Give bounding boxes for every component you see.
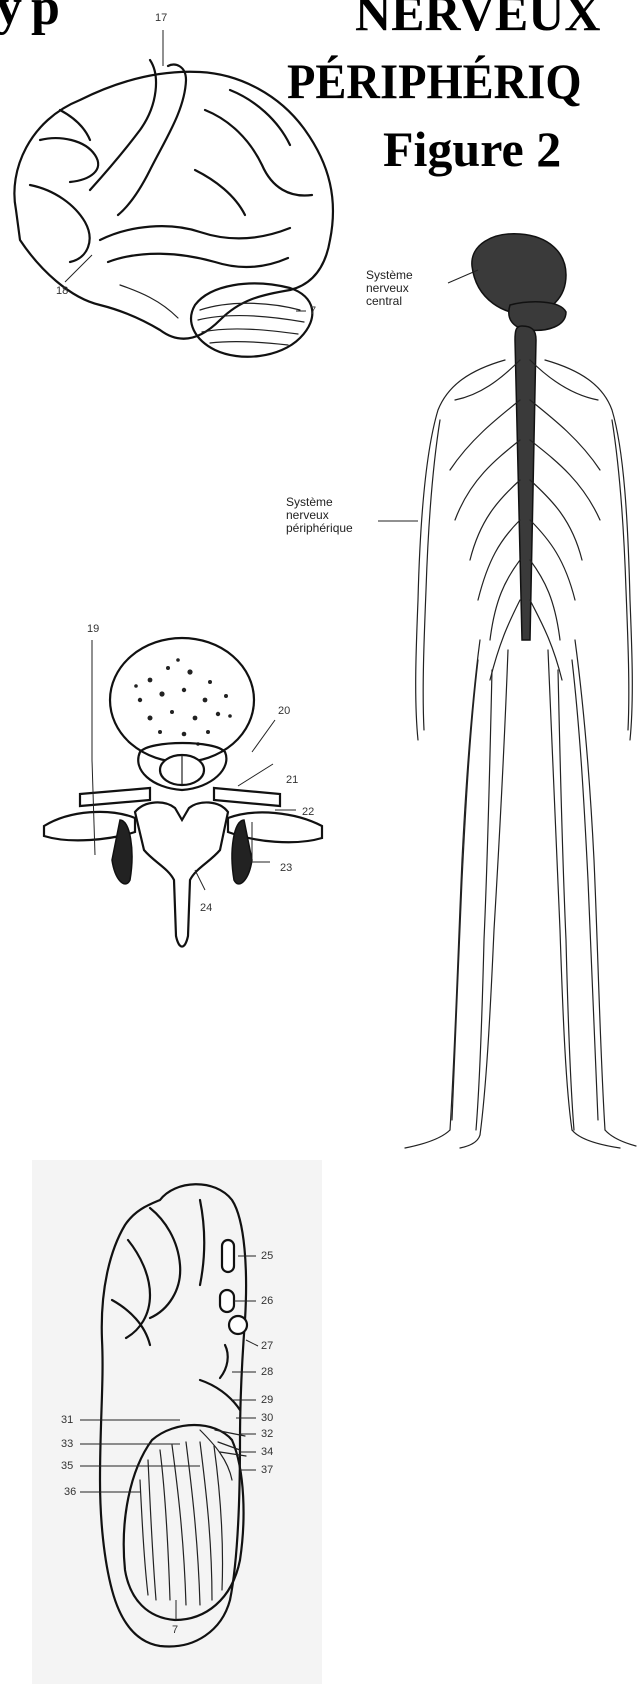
vertebra-illustration: [0, 600, 639, 940]
medial-label-36: 36: [64, 1486, 76, 1498]
medial-label-29: 29: [261, 1394, 273, 1406]
medial-label-27: 27: [261, 1340, 273, 1352]
vertebra-label-24: 24: [200, 902, 212, 914]
vertebra-label-21: 21: [286, 774, 298, 786]
medial-label-33: 33: [61, 1438, 73, 1450]
medial-label-26: 26: [261, 1295, 273, 1307]
label-systeme-nerveux-central: Système nerveux central: [366, 269, 413, 308]
medial-label-35: 35: [61, 1460, 73, 1472]
medial-label-34: 34: [261, 1446, 273, 1458]
vertebra-label-19: 19: [87, 623, 99, 635]
medial-label-28: 28: [261, 1366, 273, 1378]
label-peripheral-line3: périphérique: [286, 522, 353, 535]
medial-label-30: 30: [261, 1412, 273, 1424]
label-systeme-nerveux-peripherique: Système nerveux périphérique: [286, 496, 353, 535]
brain-medial-illustration: [0, 1150, 639, 1686]
nervous-system-illustration: [0, 0, 639, 1160]
vertebra-label-22: 22: [302, 806, 314, 818]
vertebra-label-23: 23: [280, 862, 292, 874]
medial-label-31: 31: [61, 1414, 73, 1426]
medial-label-32: 32: [261, 1428, 273, 1440]
medial-label-37: 37: [261, 1464, 273, 1476]
label-central-line3: central: [366, 295, 413, 308]
vertebra-label-20: 20: [278, 705, 290, 717]
medial-label-25: 25: [261, 1250, 273, 1262]
medial-label-7: 7: [172, 1624, 178, 1636]
